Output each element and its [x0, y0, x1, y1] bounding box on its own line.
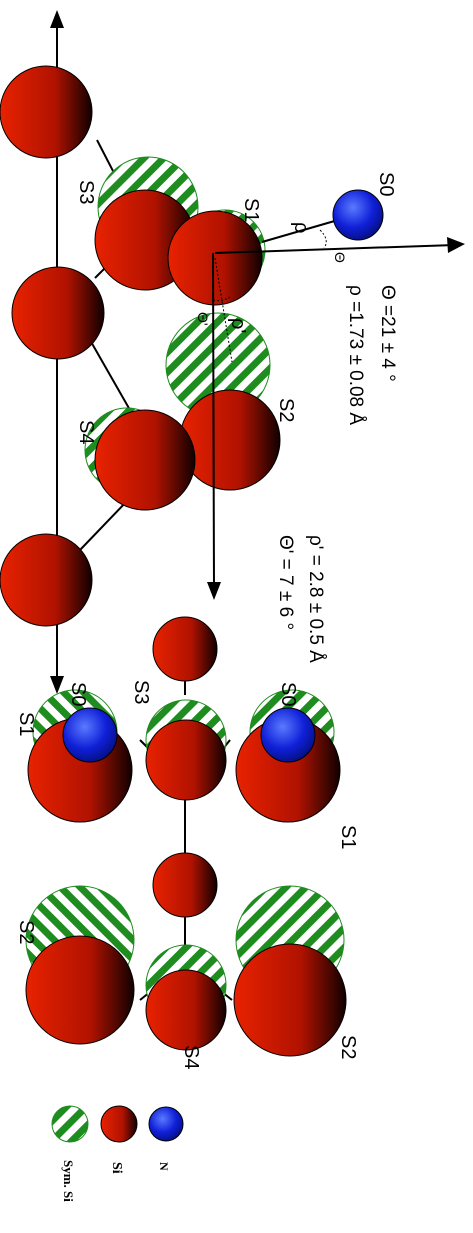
- n-s0-side: [332, 189, 384, 241]
- measurement-rho: ρ =1.73 ± 0.08 Å: [345, 285, 366, 425]
- theta-arc: [319, 229, 327, 249]
- label-s0-right-top: S0: [277, 682, 299, 706]
- label-s0-side: S0: [375, 172, 397, 196]
- si-s2-left-top: [25, 935, 135, 1045]
- measurement-rho-prime: ρ' = 2.8 ± 0.5 Å: [305, 535, 326, 663]
- si-s4-top: [145, 969, 227, 1051]
- legend-si-label: Si: [109, 1162, 124, 1174]
- symbol-theta: Θ: [332, 252, 348, 263]
- bond-s1-s0: [261, 219, 339, 243]
- label-s2-side: S2: [275, 398, 297, 422]
- theta-prime-arc: [212, 296, 231, 302]
- n-s0-right-top: [260, 707, 316, 763]
- label-s1-right-top: S1: [337, 825, 359, 849]
- label-s1-side: S1: [240, 198, 262, 222]
- si-top-upper: [152, 616, 218, 682]
- si-top-center: [152, 852, 218, 918]
- label-s3-side: S3: [75, 180, 97, 204]
- horizontal-axis: [214, 237, 465, 254]
- legend-sym-swatch: [51, 1105, 89, 1143]
- si-s2-side: [179, 389, 281, 491]
- label-s0-left-top: S0: [67, 682, 89, 706]
- si-atom-bottom: [0, 533, 93, 627]
- symbol-theta-prime: Θ': [195, 312, 211, 326]
- rho-prime-guide: [214, 257, 233, 363]
- symbol-rho-prime: ρ': [227, 318, 249, 333]
- label-s3-top: S3: [130, 680, 152, 704]
- legend-sym-label: Sym. Si: [61, 1160, 76, 1202]
- legend: N Si Sym. Si: [51, 1105, 184, 1202]
- label-s1-left-top: S1: [15, 712, 37, 736]
- legend-n-label: N: [157, 1162, 171, 1171]
- si-s3-top: [145, 719, 227, 801]
- measurement-theta-prime: Θ' = 7 ± 6 °: [275, 535, 296, 630]
- label-s4-top: S4: [180, 1045, 202, 1069]
- label-s2-left-top: S2: [15, 920, 37, 944]
- n-s0-left-top: [62, 707, 118, 763]
- rho-prime-arrow: [207, 252, 221, 600]
- si-atom-top: [0, 65, 93, 159]
- label-s2-right-top: S2: [337, 1035, 359, 1059]
- symbol-rho: ρ: [290, 222, 312, 233]
- si-atom-mid: [11, 266, 105, 360]
- legend-si-swatch: [100, 1105, 138, 1143]
- measurement-theta: Θ =21 ± 4 °: [377, 285, 398, 382]
- label-s4-side: S4: [75, 420, 97, 444]
- legend-n-swatch: [148, 1106, 184, 1142]
- si-s4-side: [94, 409, 196, 511]
- si-s2-right-top: [233, 943, 347, 1057]
